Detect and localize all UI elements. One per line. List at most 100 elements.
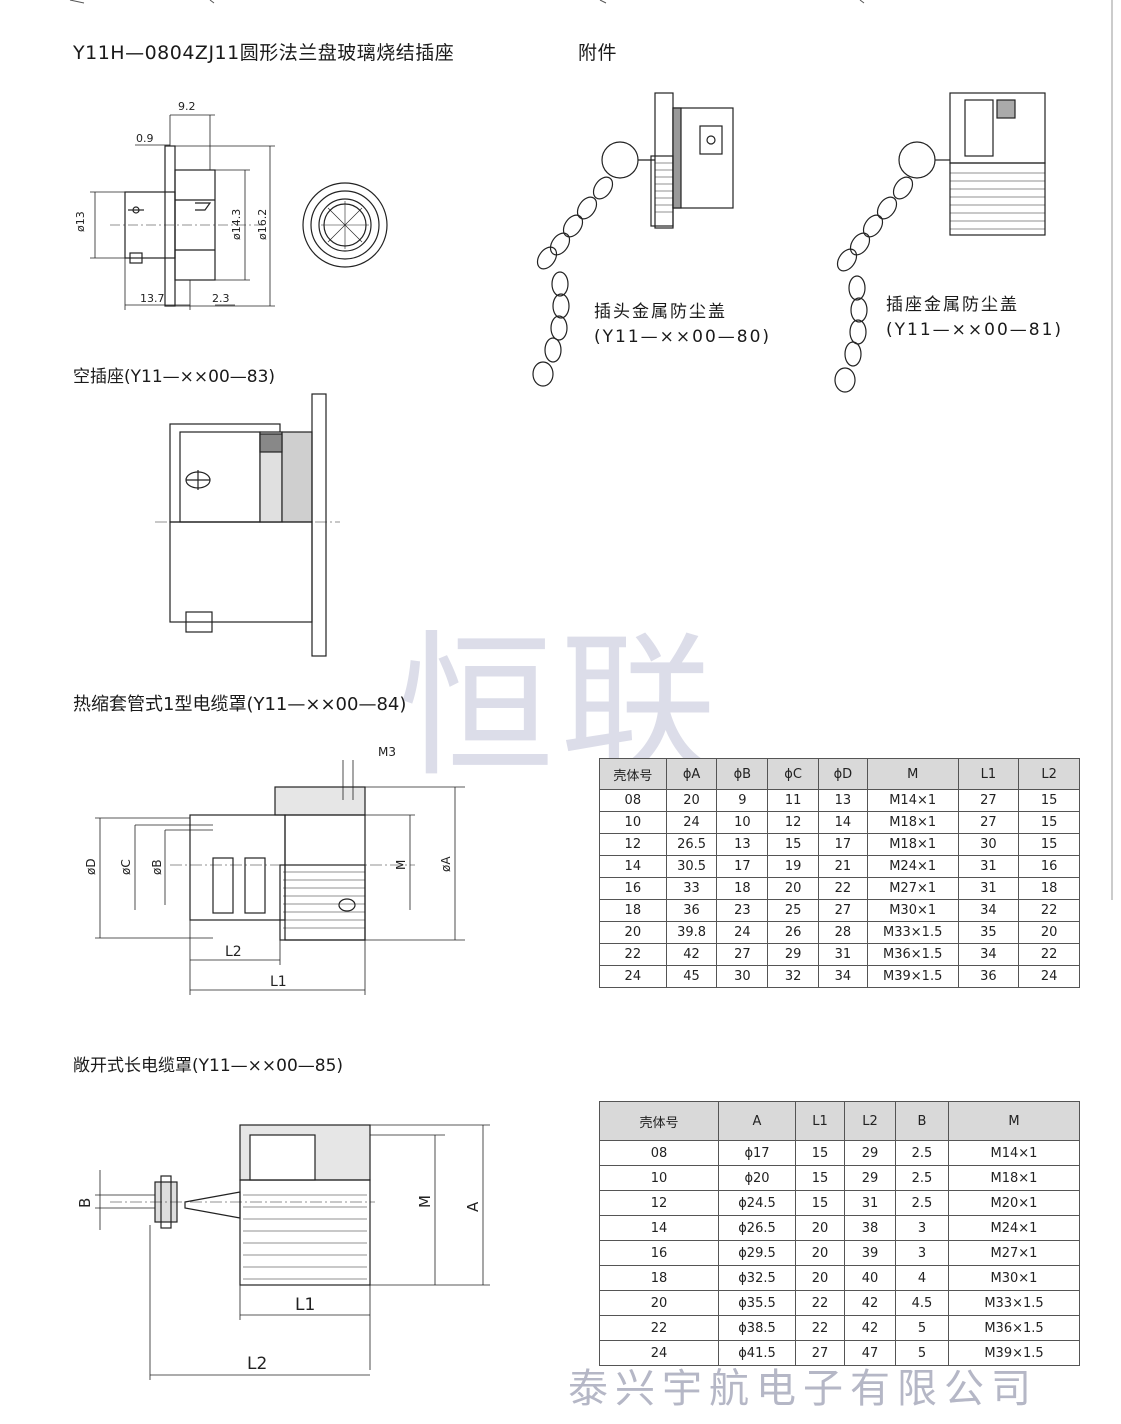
table-cell: 17 <box>818 833 868 856</box>
table-cell: 33 <box>665 877 718 900</box>
table-cell: 22 <box>795 1315 845 1341</box>
table-cell: 3 <box>895 1215 949 1241</box>
table-cell: M24×1 <box>866 855 959 878</box>
col-header: L1 <box>795 1101 845 1141</box>
table-cell: 16 <box>1018 855 1080 878</box>
table-cell: 34 <box>957 943 1020 966</box>
table-cell: 45 <box>665 965 718 988</box>
table-cell: 15 <box>1018 833 1080 856</box>
table-cell: 23 <box>716 899 769 922</box>
table-cell: 26 <box>767 921 820 944</box>
table-cell: 34 <box>818 965 868 988</box>
table-cell: 15 <box>795 1165 845 1191</box>
table-cell: 18 <box>1018 877 1080 900</box>
table-cell: 39 <box>844 1240 896 1266</box>
empty-socket-drawing <box>155 393 340 657</box>
table-cell: 15 <box>767 833 820 856</box>
table-cell: 32 <box>767 965 820 988</box>
cable-85-drawing: B M A L1 L2 <box>76 1124 490 1380</box>
table-cell: M36×1.5 <box>866 943 959 966</box>
table-cell: 20 <box>665 789 718 812</box>
table-cell: 29 <box>844 1140 896 1166</box>
table-cell: 30 <box>716 965 769 988</box>
dim-9-2: 9.2 <box>178 100 196 113</box>
table-cell: 27 <box>957 811 1020 834</box>
table-cell: 20 <box>767 877 820 900</box>
table-cell: 10 <box>599 811 667 834</box>
table-cell: 17 <box>716 855 769 878</box>
accessory-heading: 附件 <box>578 42 618 64</box>
table-cell: M30×1 <box>866 899 959 922</box>
dim-13-7: 13.7 <box>140 292 165 305</box>
table-cell: 08 <box>599 1140 719 1166</box>
table-cell: 20 <box>599 1290 719 1316</box>
cable-85-title: 敞开式长电缆罩(Y11—××00—85) <box>73 1056 344 1076</box>
dim-l1: L1 <box>270 974 287 990</box>
table-cell: 42 <box>665 943 718 966</box>
table-cell: 18 <box>599 1265 719 1291</box>
socket-cap-code: (Y11—××00—81) <box>886 320 1064 340</box>
table-cell: 4 <box>895 1265 949 1291</box>
col-header: 壳体号 <box>599 758 667 790</box>
plug-cap-name: 插头金属防尘盖 <box>594 302 727 322</box>
col-header: L2 <box>844 1101 896 1141</box>
dim-a: A <box>464 1201 482 1212</box>
socket-cap-name: 插座金属防尘盖 <box>886 295 1019 315</box>
table-cell: 22 <box>1018 943 1080 966</box>
table-cell: 40 <box>844 1265 896 1291</box>
table-cell: 5 <box>895 1315 949 1341</box>
table-cell: 22 <box>1018 899 1080 922</box>
table-cell: 12 <box>599 833 667 856</box>
table-cell: 24 <box>1018 965 1080 988</box>
col-header: ϕD <box>818 758 868 790</box>
table-cell: 20 <box>795 1215 845 1241</box>
table-cell: 19 <box>767 855 820 878</box>
table-cell: 27 <box>957 789 1020 812</box>
table-cell: ϕ38.5 <box>718 1315 796 1341</box>
table-cell: 24 <box>599 965 667 988</box>
table-cell: 29 <box>767 943 820 966</box>
table-cell: 28 <box>818 921 868 944</box>
flange-socket-drawing: 9.2 0.9 ø13 ø14.3 ø16.2 13.7 2.3 <box>74 100 388 310</box>
col-header: 壳体号 <box>599 1101 719 1141</box>
table-cell: 22 <box>599 943 667 966</box>
table-cell: 39.8 <box>665 921 718 944</box>
col-header: M <box>866 758 959 790</box>
cable-84-title: 热缩套管式1型电缆罩(Y11—××00—84) <box>73 694 407 715</box>
table-cell: 20 <box>599 921 667 944</box>
table-cell: 20 <box>795 1240 845 1266</box>
table-cell: M33×1.5 <box>866 921 959 944</box>
table-cell: 27 <box>716 943 769 966</box>
table-cell: 30 <box>957 833 1020 856</box>
cable-84-drawing: M3 øD øC øB M øA L2 L1 <box>84 745 465 995</box>
table-cell: M27×1 <box>866 877 959 900</box>
table-cell: M14×1 <box>948 1140 1080 1166</box>
table-cell: 10 <box>716 811 769 834</box>
table-cell: 18 <box>716 877 769 900</box>
table-cell: M14×1 <box>866 789 959 812</box>
empty-socket-title: 空插座(Y11—××00—83) <box>73 367 276 387</box>
table-cell: ϕ29.5 <box>718 1240 796 1266</box>
table-cell: 34 <box>957 899 1020 922</box>
table-cell: 24 <box>599 1340 719 1366</box>
table-cell: 24 <box>665 811 718 834</box>
table-cell: M24×1 <box>948 1215 1080 1241</box>
table-cell: 15 <box>1018 811 1080 834</box>
table-cell: 29 <box>844 1165 896 1191</box>
table-cell: M39×1.5 <box>948 1340 1080 1366</box>
table-cell: 35 <box>957 921 1020 944</box>
col-header: ϕC <box>767 758 820 790</box>
table-cell: 31 <box>957 877 1020 900</box>
dim-2-3: 2.3 <box>212 292 230 305</box>
plug-cap-code: (Y11—××00—80) <box>594 327 772 347</box>
